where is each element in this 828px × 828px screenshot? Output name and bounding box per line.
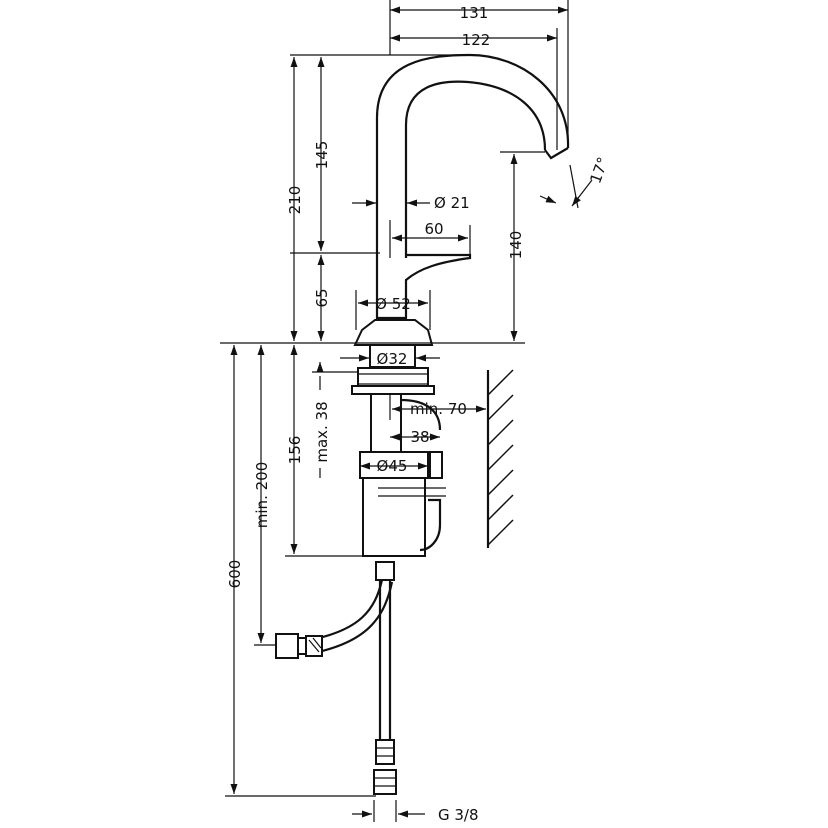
mounting-assembly: [351, 367, 446, 557]
dim-38: 38: [410, 428, 429, 446]
dim-210: 210: [286, 186, 304, 215]
dim-diameter-32: Ø32: [377, 350, 408, 368]
dimension-lines: [220, 0, 593, 822]
dim-600: 600: [226, 560, 244, 589]
faucet-lever-handle: [375, 253, 472, 320]
dim-diameter-45: Ø45: [377, 457, 408, 475]
faucet-base: [353, 319, 434, 368]
wall-hatching: [486, 369, 514, 548]
dim-65: 65: [313, 288, 331, 307]
dim-131: 131: [460, 4, 489, 22]
dim-min-200: min. 200: [253, 462, 271, 528]
dim-thread-g38: G 3/8: [438, 806, 479, 824]
dim-122: 122: [462, 31, 491, 49]
dim-60: 60: [424, 220, 443, 238]
dim-156: 156: [286, 436, 304, 465]
dim-min-70: min. 70: [410, 400, 467, 418]
dim-max-38: max. 38: [313, 401, 331, 462]
dim-140: 140: [507, 231, 525, 260]
dim-17-degrees: 17°: [586, 155, 612, 186]
dimension-labels: 131 122 210 145 65 140 17° Ø 21 60 Ø 52 …: [226, 4, 612, 824]
supply-hoses: [275, 561, 397, 795]
faucet-spout: [375, 53, 570, 258]
dim-diameter-52: Ø 52: [375, 295, 411, 313]
dim-145: 145: [313, 141, 331, 170]
dim-diameter-21: Ø 21: [434, 194, 470, 212]
